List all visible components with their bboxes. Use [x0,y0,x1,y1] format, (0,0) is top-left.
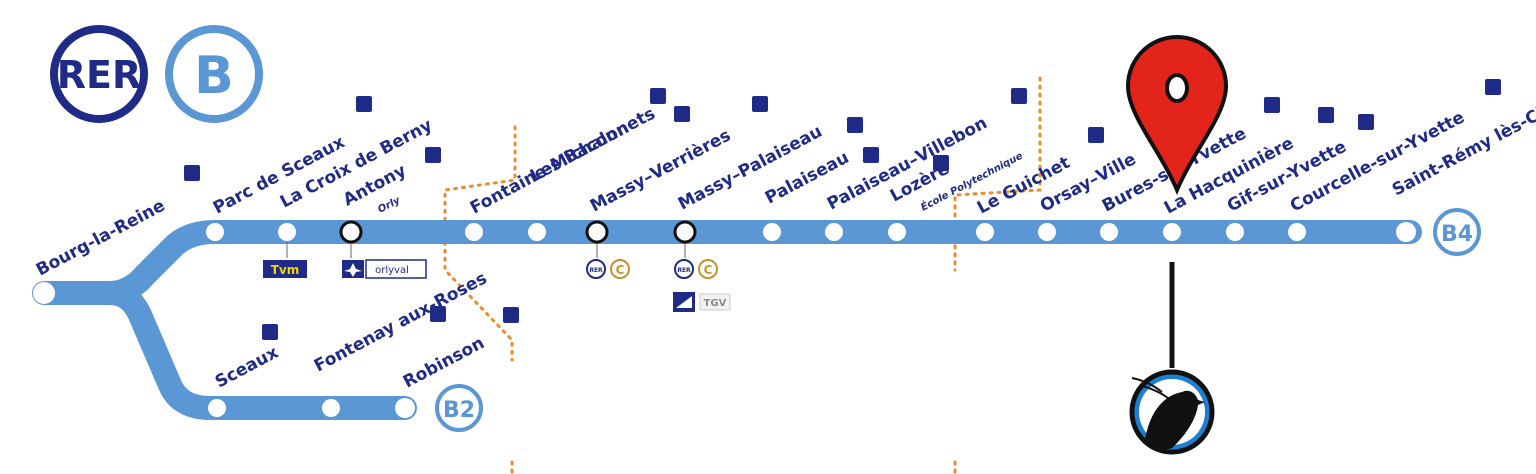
station-dot[interactable] [278,223,296,241]
location-pin-icon[interactable] [1125,34,1229,196]
accessible-icon [674,106,690,122]
station-dot[interactable] [208,399,226,417]
station-dot[interactable] [33,282,55,304]
accessible-icon [1011,88,1027,104]
station-labels-bottom: Sceaux Fontenay aux-Roses Robinson [212,268,490,392]
station-sublabel: Orly [376,195,402,216]
station-dot-interchange[interactable] [339,220,363,244]
svg-text:C: C [704,263,713,277]
station-label[interactable]: Robinson [400,333,488,392]
rer-c-icon [698,259,718,279]
station-dots-bottom [208,398,415,418]
line-b-logo-text: B [194,46,234,106]
station-labels-top: Bourg-la-Reine Parc de Sceaux La Croix d… [33,65,1536,281]
station-dot[interactable] [1038,223,1056,241]
branch-badge-b4: B4 [1433,208,1481,256]
station-dot[interactable] [1163,223,1181,241]
station-dot[interactable] [825,223,843,241]
station-dot-interchange[interactable] [585,220,609,244]
accessible-icon [752,96,768,112]
branch-badge-b2: B2 [435,384,483,432]
accessible-icon [1485,79,1501,95]
accessibility-icons [184,79,1501,340]
station-dot[interactable] [465,223,483,241]
accessible-icon [1318,107,1334,123]
line-track [32,220,1422,420]
station-dot[interactable] [888,223,906,241]
accessible-icon [356,96,372,112]
accessible-icon [1264,97,1280,113]
rer-c-icon [610,259,630,279]
station-dot[interactable] [1100,223,1118,241]
station-dot[interactable] [206,223,224,241]
station-dot[interactable] [528,223,546,241]
line-b-logo: B [165,25,263,123]
svg-text:TGV: TGV [704,298,727,309]
orlyval-label: orlyval [375,265,409,276]
station-dot-interchange[interactable] [673,220,697,244]
bird-emblem-icon [1129,369,1215,455]
station-dot-terminus[interactable] [1396,222,1416,242]
tgv-badge [699,293,731,311]
svg-text:RER: RER [677,267,691,274]
accessible-icon [1088,127,1104,143]
station-dot-terminus[interactable] [395,398,415,418]
svg-text:RER: RER [589,267,603,274]
accessible-icon [184,165,200,181]
rer-logo-text: RER [57,53,141,97]
station-dot[interactable] [763,223,781,241]
accessible-icon [650,88,666,104]
station-dot[interactable] [322,399,340,417]
orlyval-badge [365,259,427,279]
station-dot[interactable] [976,223,994,241]
accessible-icon [933,155,949,171]
tvm-badge [263,260,307,278]
station-label[interactable]: Sceaux [212,343,282,393]
svg-text:C: C [616,263,625,277]
accessible-icon [425,147,441,163]
accessible-icon [430,306,446,322]
station-dot[interactable] [1288,223,1306,241]
accessible-icon [1358,114,1374,130]
svg-text:B4: B4 [1441,222,1473,247]
accessible-icon [503,307,519,323]
svg-text:B2: B2 [443,398,475,423]
rer-mini-icon [674,259,694,279]
accessible-icon [863,147,879,163]
accessible-icon [847,117,863,133]
station-dot[interactable] [1226,223,1244,241]
station-dots-top [33,220,1416,304]
rer-logo: RER [50,25,148,123]
accessible-icon [262,324,278,340]
tvm-label: Tvm [271,263,300,277]
rer-mini-icon [586,259,606,279]
connection-icons: Tvm orlyval RER C RER C TGV [263,242,731,312]
